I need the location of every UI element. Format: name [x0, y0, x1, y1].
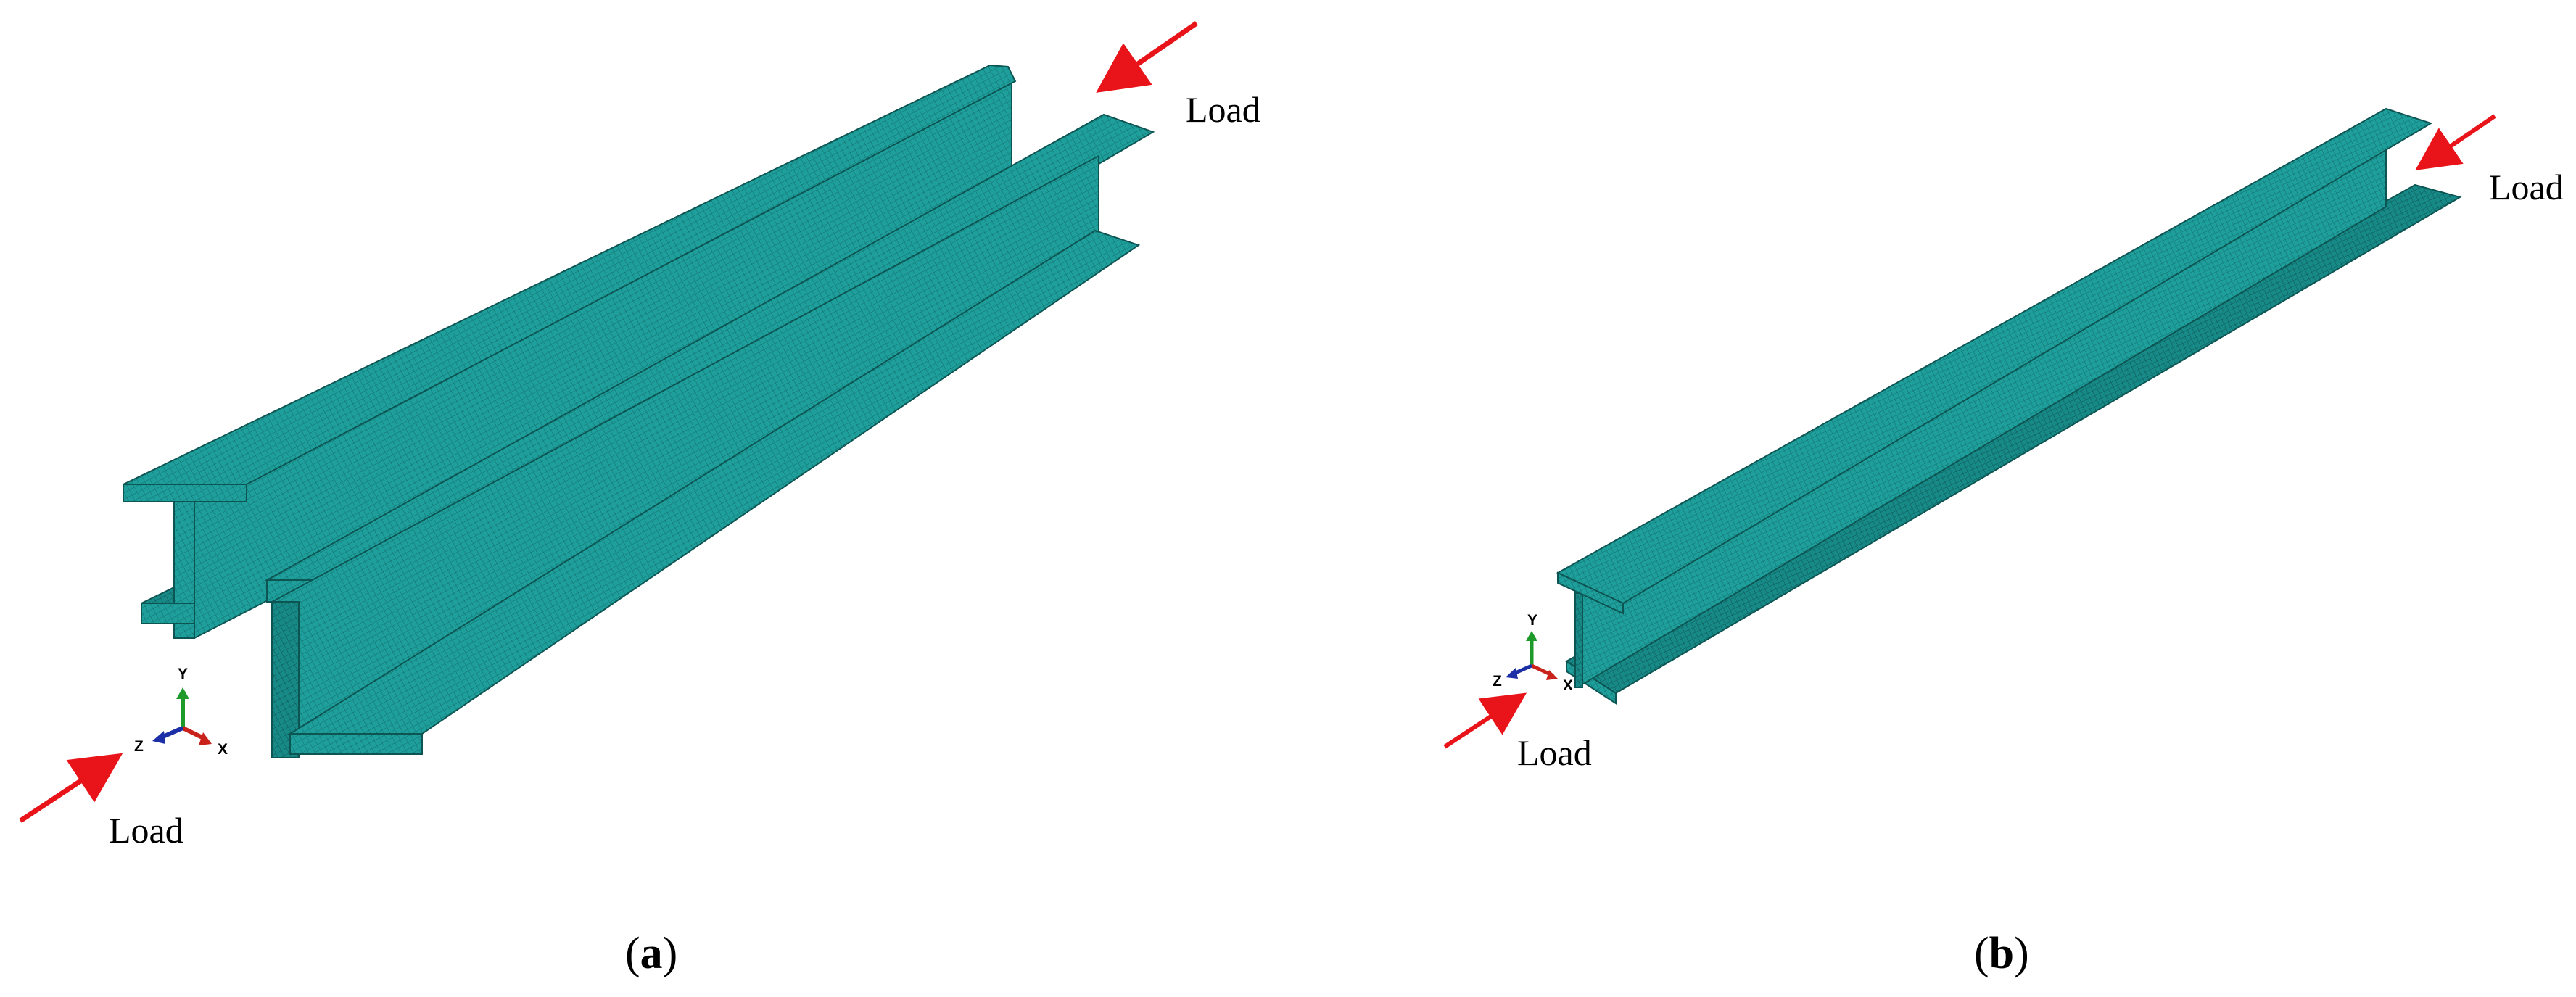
panel-a: Load Load Y X Z (a)	[19, 21, 1260, 978]
load-arrow-bottom-a	[19, 753, 123, 823]
caption-b: (b)	[1974, 929, 2029, 978]
axis-z-label: Z	[134, 738, 144, 755]
panel-b: Load Load Y X Z (b)	[1443, 107, 2564, 978]
load-arrow-bottom-b	[1443, 692, 1527, 749]
axis-x-label: X	[1563, 677, 1573, 694]
channel-beam-front	[264, 113, 1155, 758]
axis-y-label: Y	[1527, 612, 1537, 629]
axis-y-label: Y	[178, 666, 188, 682]
i-beam	[1556, 107, 2462, 705]
axis-triad-a: Y X Z	[134, 666, 228, 758]
load-label-top-b: Load	[2489, 167, 2564, 207]
axis-x-label: X	[218, 741, 228, 758]
caption-a: (a)	[625, 929, 677, 978]
load-arrow-top-b	[2415, 114, 2496, 170]
load-label-bottom-a: Load	[109, 810, 183, 851]
axis-z-label: Z	[1493, 673, 1502, 690]
axis-triad-b: Y X Z	[1493, 612, 1573, 694]
load-label-bottom-b: Load	[1517, 732, 1592, 773]
load-label-top-a: Load	[1186, 89, 1260, 130]
load-arrow-top-a	[1096, 21, 1198, 93]
